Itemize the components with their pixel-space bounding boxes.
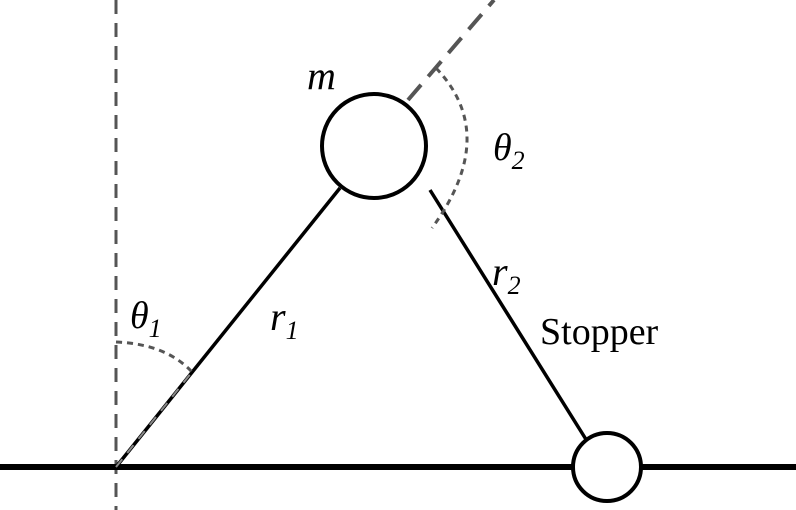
stopper-label: Stopper (540, 311, 659, 353)
theta2-symbol: θ (493, 127, 512, 169)
r2-subscript: 2 (508, 271, 521, 300)
theta1-angle-arc (115, 340, 194, 374)
r1-label: r1 (270, 294, 299, 345)
mass-label: m (307, 53, 336, 98)
r1-symbol: r (270, 294, 286, 339)
theta2-angle-arc (430, 66, 469, 229)
r1-subscript: 1 (286, 316, 299, 345)
theta1-label: θ1 (130, 295, 162, 343)
r1-extension-line (406, 0, 496, 102)
rod-r2 (428, 189, 589, 442)
r2-label: r2 (492, 249, 521, 300)
r2-symbol: r (492, 249, 508, 294)
mass-circle (320, 92, 428, 200)
theta2-subscript: 2 (512, 146, 525, 175)
r1-dashed-overlay (115, 371, 193, 468)
theta1-subscript: 1 (149, 314, 162, 343)
theta2-label: θ2 (493, 127, 525, 175)
theta1-symbol: θ (130, 295, 149, 337)
stopper-circle (571, 431, 643, 503)
